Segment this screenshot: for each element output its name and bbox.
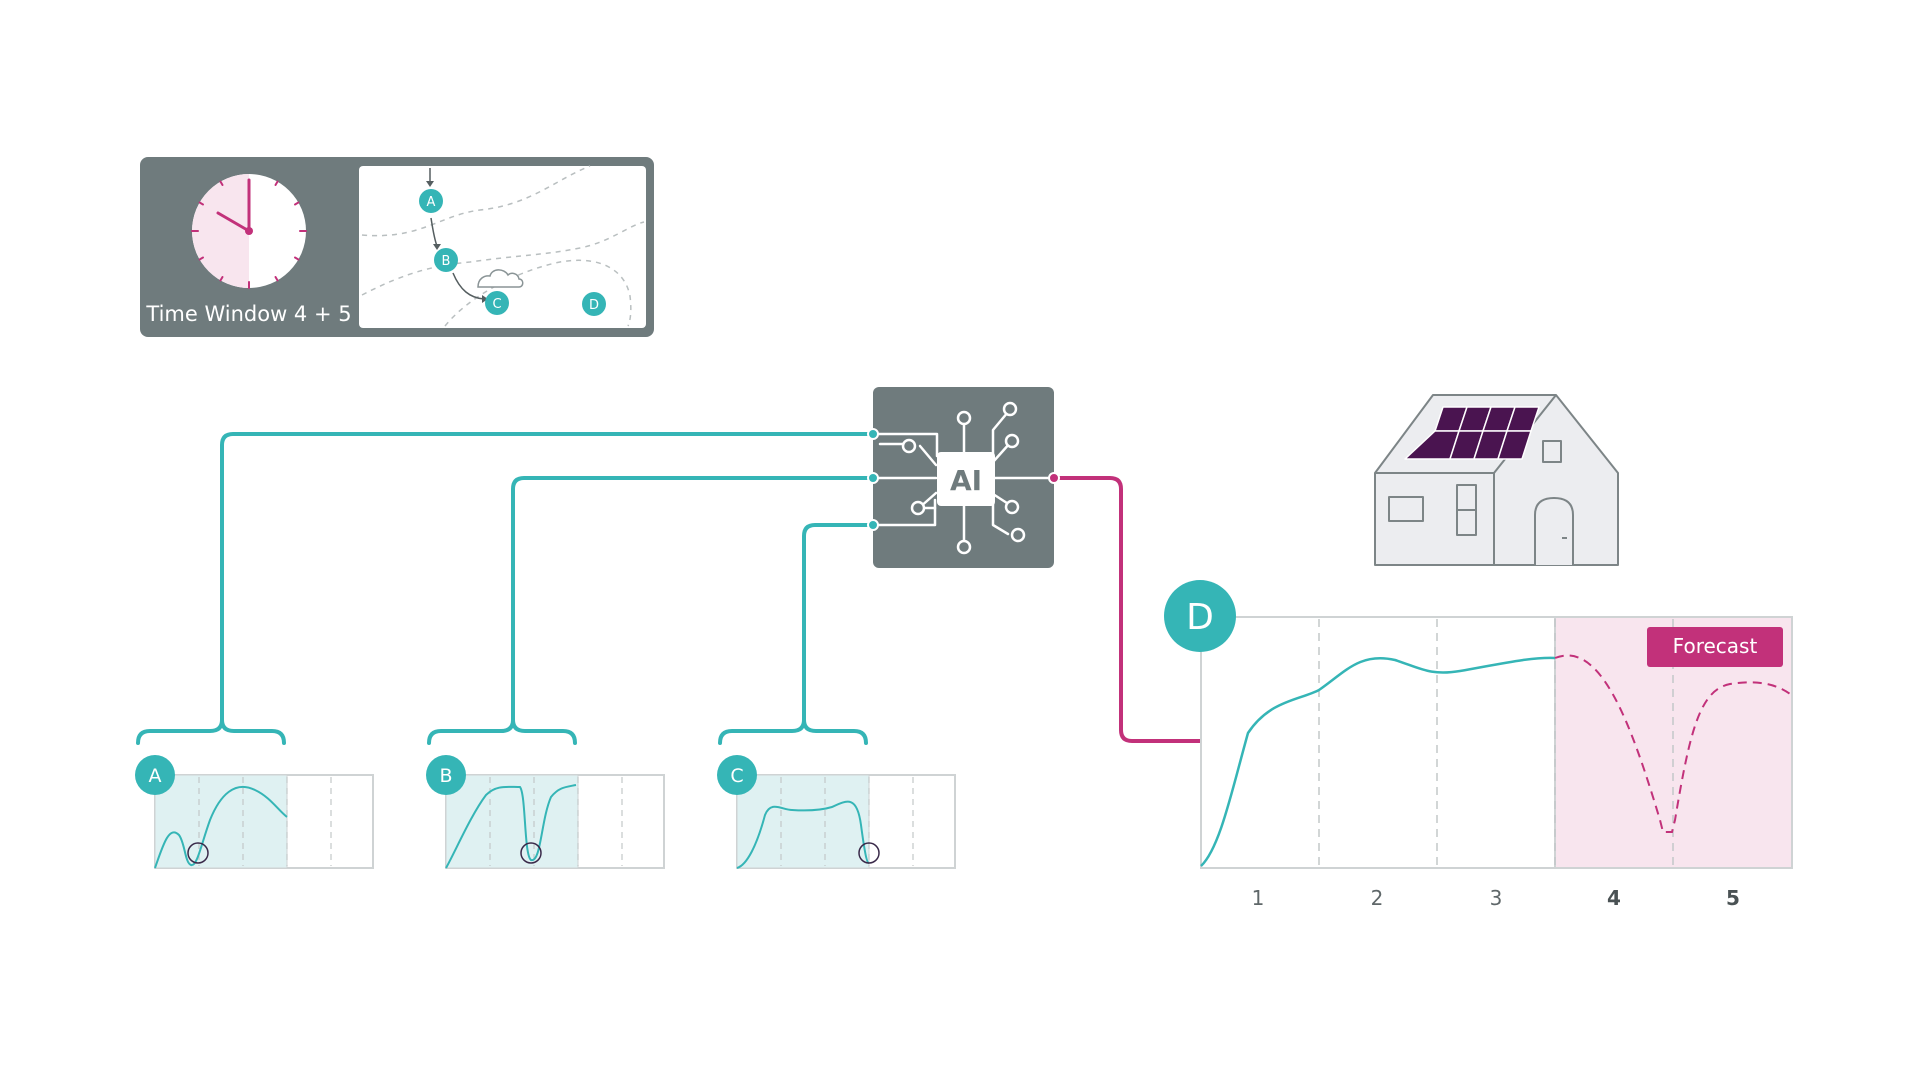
input-charts: A B C [135, 755, 956, 869]
x-tick-1: 1 [1252, 886, 1265, 910]
input-connectors [136, 432, 875, 745]
route-map: A B C D [359, 165, 646, 328]
anomaly-marker [858, 842, 880, 864]
input-series [445, 784, 577, 869]
svg-text:A: A [427, 195, 436, 210]
input-chart-b: B [426, 755, 665, 869]
input-chart-a: A [135, 755, 374, 869]
map-node-d: D [582, 292, 606, 316]
svg-text:C: C [730, 765, 743, 787]
solar-panel [1404, 406, 1540, 460]
output-label-d: D [1164, 580, 1236, 652]
x-tick-3: 3 [1490, 886, 1503, 910]
x-tick-2: 2 [1371, 886, 1384, 910]
house-icon [1374, 394, 1619, 566]
time-window-panel: Time Window 4 + 5 [140, 157, 654, 337]
svg-text:C: C [492, 297, 501, 312]
clock-icon [191, 174, 307, 289]
svg-text:B: B [439, 765, 452, 787]
forecast-badge: Forecast [1647, 627, 1783, 667]
map-node-a: A [419, 189, 443, 213]
cloud-icon [477, 269, 524, 288]
x-tick-4: 4 [1607, 886, 1621, 910]
map-node-b: B [434, 248, 458, 272]
input-label: C [717, 755, 757, 795]
input-series [736, 800, 870, 869]
historical-series [1200, 656, 1556, 867]
map-node-c: C [485, 291, 509, 315]
anomaly-marker [187, 842, 209, 864]
ai-label: AI [950, 464, 982, 497]
anomaly-marker [520, 842, 542, 864]
svg-text:A: A [149, 765, 162, 787]
svg-text:D: D [1186, 597, 1214, 638]
input-series [154, 785, 288, 869]
input-label: A [135, 755, 175, 795]
ai-chip: AI [867, 387, 1060, 568]
svg-text:Forecast: Forecast [1673, 634, 1758, 658]
x-tick-5: 5 [1726, 886, 1740, 910]
forecast-chart: Forecast D 1 2 3 4 5 [1164, 580, 1793, 910]
input-chart-c: C [717, 755, 956, 869]
svg-text:B: B [442, 254, 451, 269]
svg-text:D: D [589, 298, 599, 313]
time-window-label: Time Window 4 + 5 [145, 302, 351, 326]
forecast-series [1554, 654, 1791, 833]
input-label: B [426, 755, 466, 795]
